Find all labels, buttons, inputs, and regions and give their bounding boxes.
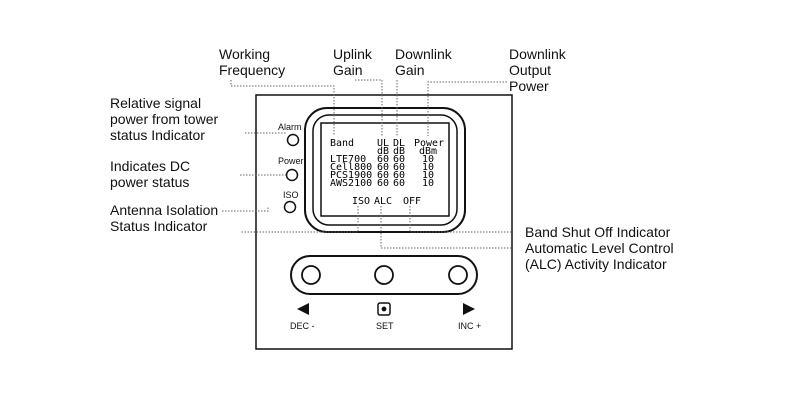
lcd-row-dl: 60 [393, 170, 406, 181]
lcd-bezel-outer [304, 107, 466, 233]
power-label: Power [278, 156, 304, 166]
lcd-row-band: AWS2100 [330, 178, 373, 189]
callout-dc-power: Indicates DC power status [110, 158, 191, 190]
inc-button[interactable] [448, 265, 468, 285]
set-center-button[interactable] [374, 265, 394, 285]
lcd-status-off: OFF [403, 196, 422, 207]
lcd-header-power: Power [414, 138, 445, 149]
lcd-unit-power: dBm [419, 146, 438, 157]
inc-label: INC + [458, 321, 482, 331]
leader-alc [380, 206, 512, 249]
lcd-row-dl: 60 [393, 162, 406, 173]
callout-downlink-gain: Downlink Gain [395, 46, 452, 78]
lcd-row-power: 10 [422, 154, 435, 165]
leader-working-frequency [230, 80, 335, 136]
callout-downlink-output-power: Downlink Output Power [509, 46, 566, 94]
lcd-row-dl: 60 [393, 154, 406, 165]
lcd-bezel-inner [312, 114, 458, 226]
lcd-row-ul: 60 [377, 162, 390, 173]
dec-button[interactable] [301, 265, 321, 285]
lcd-row-power: 10 [422, 178, 435, 189]
set-label: SET [376, 321, 394, 331]
lcd-row-power: 10 [422, 170, 435, 181]
leader-lines [222, 79, 512, 249]
button-panel [290, 255, 478, 295]
dec-label: DEC - [290, 321, 315, 331]
callout-working-frequency: Working Frequency [219, 46, 286, 78]
set-icon-dot [381, 306, 387, 312]
lcd-row-ul: 60 [377, 170, 390, 181]
callout-relative-signal: Relative signal power from tower status … [110, 95, 219, 143]
power-led [285, 168, 299, 182]
lcd-row-band: PCS1900 [330, 170, 373, 181]
lcd-row-dl: 60 [393, 178, 406, 189]
alarm-led [286, 133, 300, 147]
lcd-header-dl: DL [393, 138, 406, 149]
callout-uplink-gain: Uplink Gain [333, 46, 372, 78]
lcd-status-alc: ALC [374, 196, 393, 207]
lcd-unit-ul: dB [377, 146, 390, 157]
lcd-screen [320, 122, 450, 217]
lcd-row-ul: 60 [377, 178, 390, 189]
leader-iso [222, 206, 269, 212]
device-panel [255, 94, 513, 350]
lcd-unit-dl: dB [393, 146, 406, 157]
alarm-label: Alarm [278, 122, 302, 132]
leader-output-power [427, 81, 507, 136]
lcd-header-ul: UL [377, 138, 390, 149]
left-arrow-icon [297, 303, 309, 315]
leader-band-shutoff [409, 206, 512, 233]
lcd-header-band: Band [330, 138, 355, 149]
lcd-row-band: LTE700 [330, 154, 367, 165]
iso-label: ISO [283, 190, 299, 200]
callout-band-shutoff: Band Shut Off Indicator [525, 224, 671, 240]
callout-alc: Automatic Level Control (ALC) Activity I… [525, 240, 674, 272]
lcd-row-band: Cell800 [330, 162, 373, 173]
leader-uplink-gain [355, 79, 383, 136]
callout-antenna-isolation: Antenna Isolation Status Indicator [110, 202, 219, 234]
lcd-row-ul: 60 [377, 154, 390, 165]
lcd-status-iso: ISO [352, 196, 371, 207]
lcd-row-power: 10 [422, 162, 435, 173]
iso-led [283, 200, 297, 214]
right-arrow-icon [463, 303, 475, 315]
